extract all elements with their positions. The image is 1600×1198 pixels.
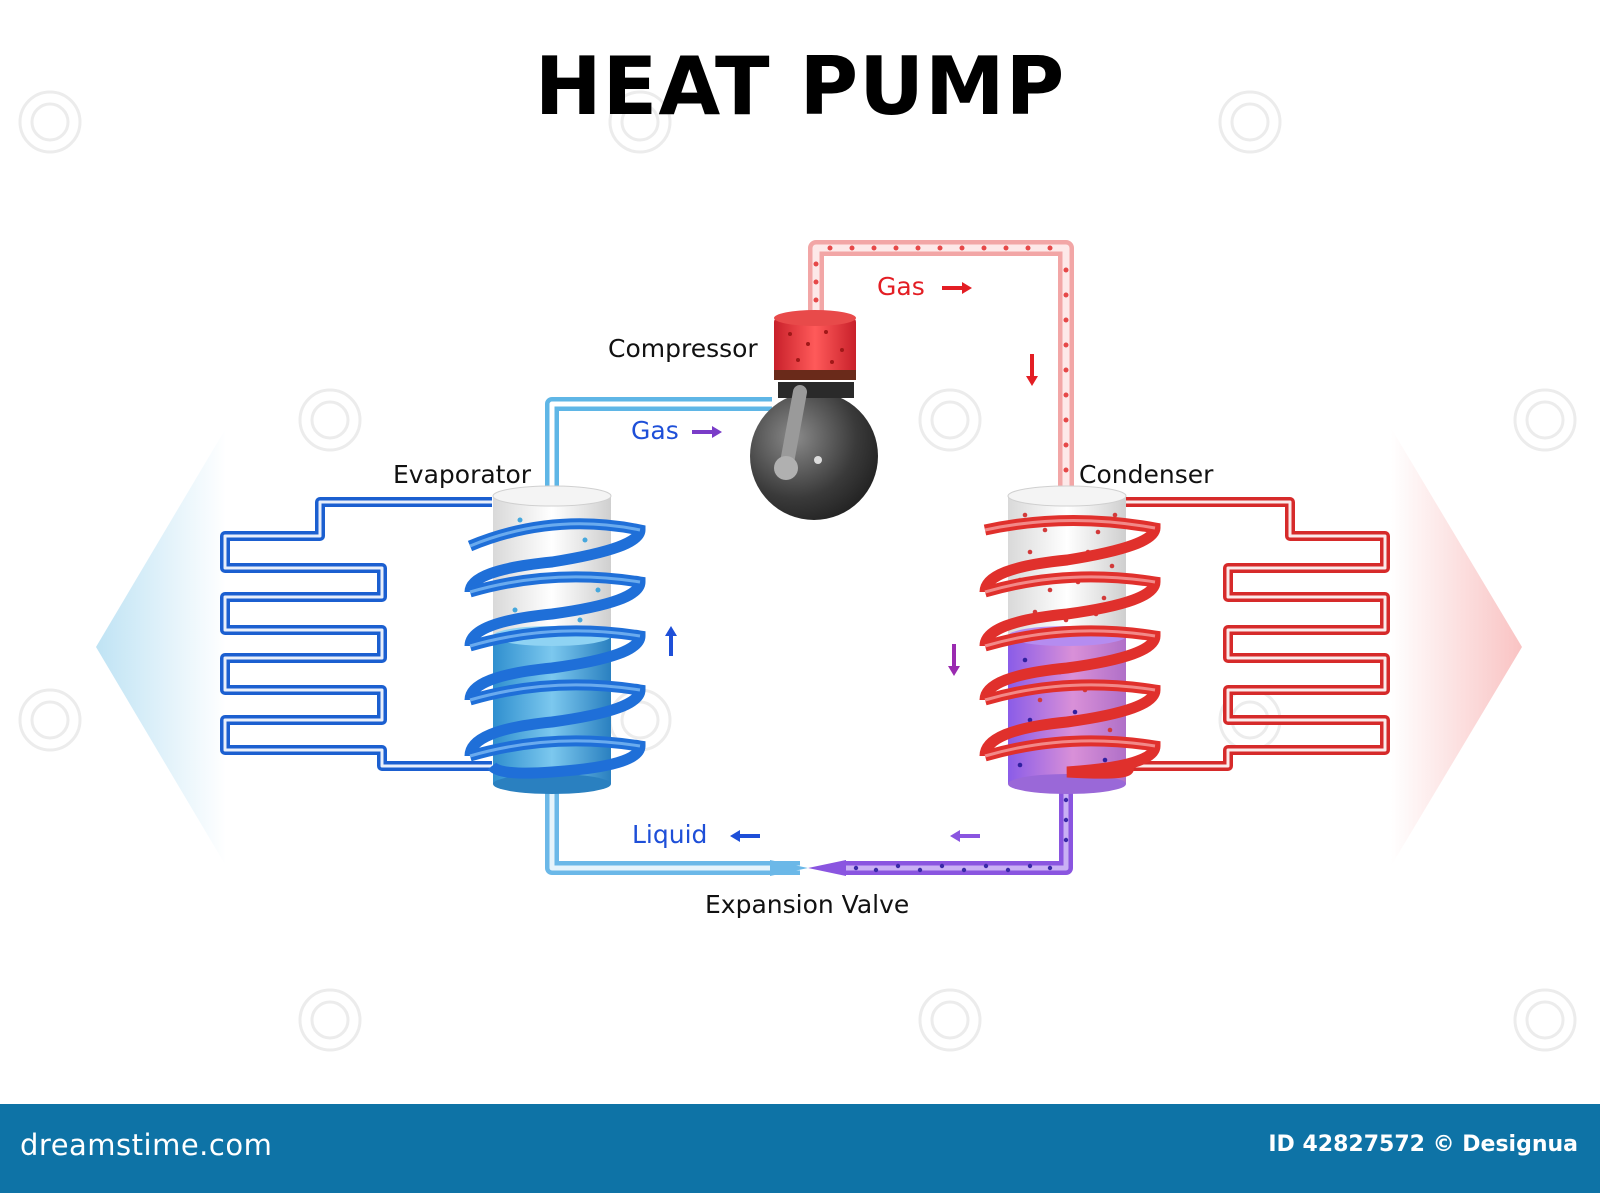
expansion-valve: [770, 860, 808, 876]
evaporator-label: Evaporator: [393, 460, 532, 489]
expansion-valve-label: Expansion Valve: [705, 890, 910, 919]
footer-image-id: ID 42827572 © Designua: [1268, 1132, 1578, 1157]
compressor: [750, 310, 878, 520]
hot-side-arrow: [1391, 428, 1522, 866]
evaporator-fin-coil: [220, 497, 492, 771]
page-title: HEAT PUMP: [534, 40, 1066, 133]
flow-label-gas-top: Gas: [877, 272, 925, 301]
flow-label-gas-left: Gas: [631, 416, 679, 445]
footer-bar: dreamstime.com ID 42827572 © Designua: [0, 1104, 1600, 1193]
flow-arrows: [665, 282, 1038, 842]
flow-label-liquid: Liquid: [632, 820, 708, 849]
compressor-label: Compressor: [608, 334, 758, 363]
condenser-label: Condenser: [1079, 460, 1214, 489]
condenser-fin-coil: [1125, 497, 1390, 771]
mixed-liquid-pipe: [846, 786, 1073, 875]
mixed-pipe-bubbles: [853, 797, 1069, 873]
cold-side-arrow: [96, 428, 226, 866]
footer-logo[interactable]: dreamstime.com: [20, 1128, 273, 1162]
hot-gas-bubbles: [813, 245, 1069, 495]
